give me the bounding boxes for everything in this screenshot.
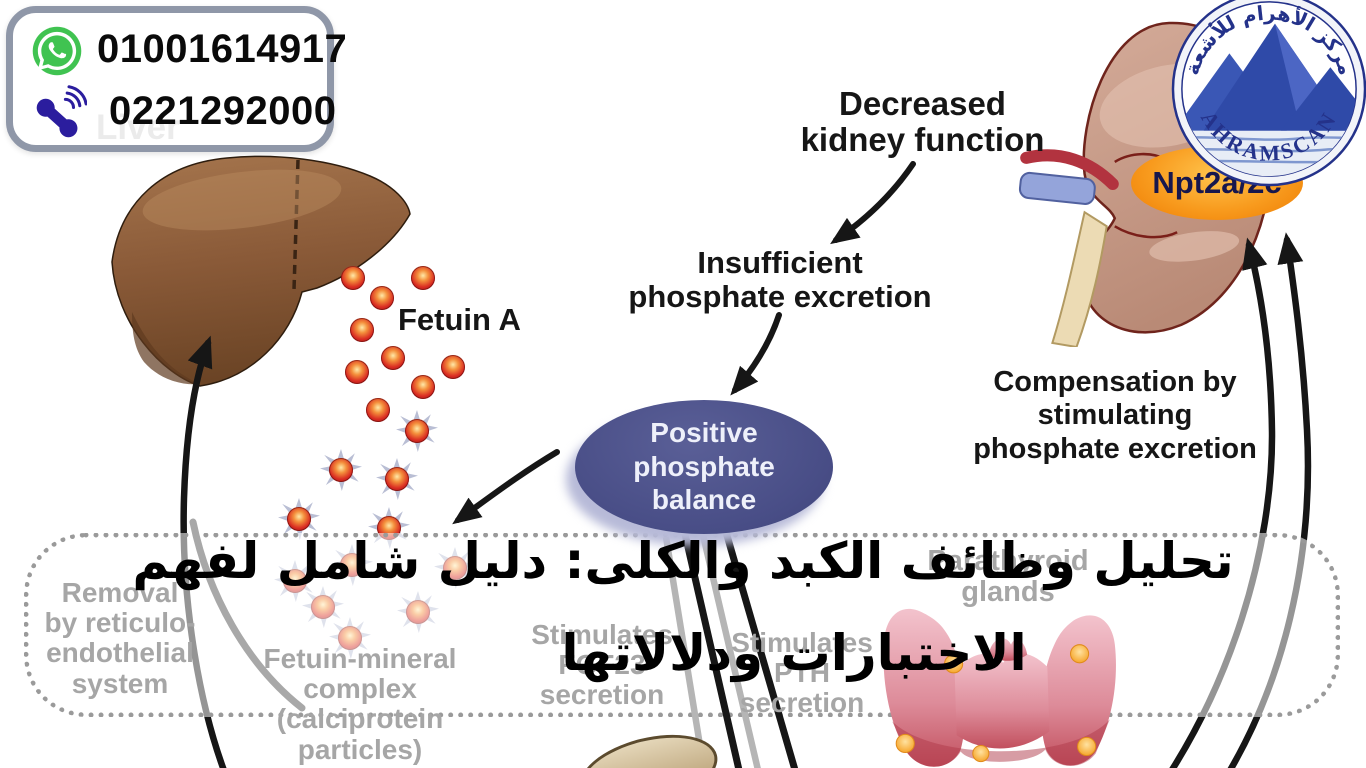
bone-illustration: [571, 721, 726, 768]
parathyroid-gland-dot: [1077, 736, 1097, 757]
parathyroid-gland-dot: [895, 733, 915, 754]
fetuin-particle: [345, 360, 369, 384]
fetuin-particle: [370, 286, 394, 310]
arrow-balance-to-complex: [452, 449, 560, 525]
arabic-title-line2: الاختبارات ودلالاتها: [561, 624, 1027, 682]
ureter-graphic: [1051, 210, 1108, 347]
parathyroid-gland-dot: [944, 654, 964, 674]
fetuin-a-label: Fetuin A: [398, 302, 521, 337]
fetuin-particle: [341, 266, 365, 290]
parathyroid-glands-label: Parathyroid glands: [927, 545, 1089, 609]
insufficient-phosphate-excretion-label: Insufficient phosphate excretion: [628, 245, 932, 315]
balance-line1: Positive: [650, 417, 758, 448]
phone-handset-icon: [36, 85, 87, 138]
arrow-decreased-to-insufficient: [830, 161, 916, 245]
arrow-insufficient-to-balance: [730, 312, 782, 396]
parathyroid-gland-dot: [1070, 644, 1090, 664]
balance-line3: balance: [651, 484, 757, 516]
fetuin-particle: [441, 355, 465, 379]
fetuin-particle: [381, 346, 405, 370]
fetuin-particle: [366, 398, 390, 422]
whatsapp-icon: [32, 26, 82, 76]
arabic-title-line1: تحليل وظائف الكبد والكلى: دليل شامل لفهم: [132, 532, 1234, 590]
whatsapp-number: 01001614917: [97, 27, 348, 71]
renal-vein-graphic: [1018, 171, 1096, 205]
landline-number: 0221292000: [109, 89, 337, 133]
positive-phosphate-balance-node: Positive phosphate balance: [575, 400, 833, 534]
fetuin-particle: [411, 375, 435, 399]
renal-artery-graphic: [1020, 149, 1119, 191]
fetuin-particle: [411, 266, 435, 290]
balance-line2: phosphate: [633, 450, 775, 482]
contact-box: 01001614917 0221292000: [6, 6, 347, 152]
removal-res-label: Removal by reticulo- endothelial system: [44, 577, 196, 699]
calciprotein-particle: [320, 449, 362, 491]
decreased-kidney-function-label: Decreased kidney function: [800, 85, 1045, 159]
thyroid-illustration: [883, 608, 1116, 767]
calciprotein-particle: [376, 458, 418, 500]
ahramscan-logo: مركز الأهرام للأشعة AHRAMSCAN: [1171, 0, 1366, 187]
calciprotein-particle: [396, 410, 438, 452]
compensation-label: Compensation by stimulating phosphate ex…: [973, 366, 1257, 465]
liver-illustration: [111, 155, 411, 387]
parathyroid-gland-dot: [972, 744, 990, 763]
fetuin-particle: [350, 318, 374, 342]
stimulates-fgf23-label: Stimulates FGF23 secretion: [531, 619, 673, 711]
